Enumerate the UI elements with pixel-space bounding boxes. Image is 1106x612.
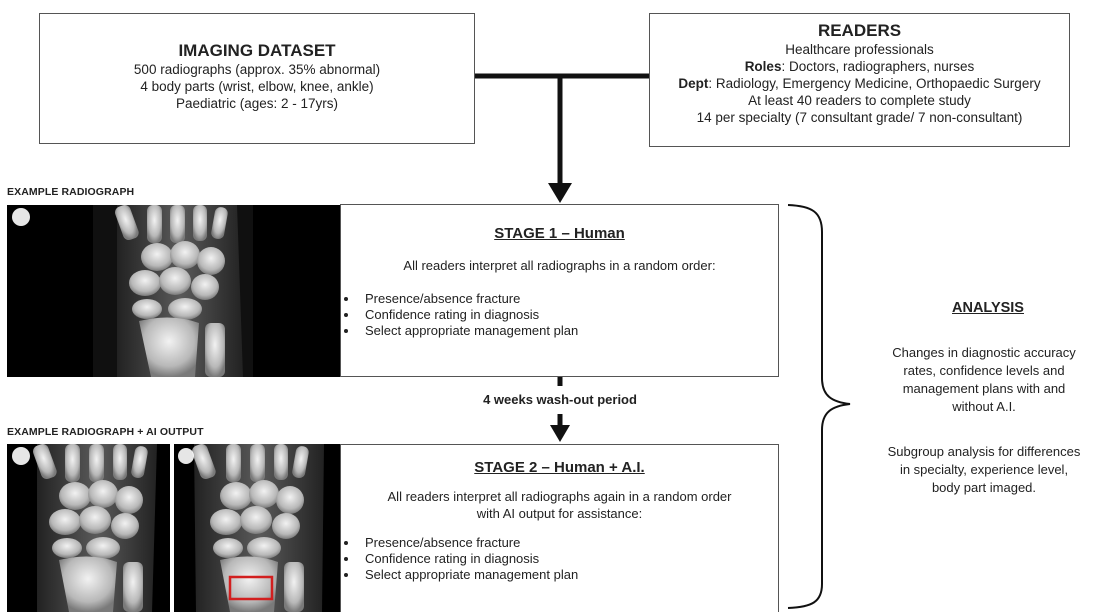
example-radiograph-label: EXAMPLE RADIOGRAPH xyxy=(7,186,135,198)
analysis-title: ANALYSIS xyxy=(952,300,1024,316)
stage2-intro-line: with AI output for assistance: xyxy=(476,506,643,521)
stage1-intro: All readers interpret all radiographs in… xyxy=(403,258,716,273)
dataset-line: 4 body parts (wrist, elbow, knee, ankle) xyxy=(140,79,374,94)
roles-label: Roles xyxy=(744,59,782,74)
arrow-head-to-stage1 xyxy=(548,183,572,203)
analysis-line: body part imaged. xyxy=(931,480,1037,495)
readers-line: 14 per specialty (7 consultant grade/ 7 … xyxy=(696,110,1023,125)
stage2-bullet-list: Presence/absence fracture Confidence rat… xyxy=(341,535,778,583)
analysis-line: management plans with and xyxy=(902,381,1066,396)
wrist-xray-ai-illustration xyxy=(178,444,324,612)
stage1-bullet: Presence/absence fracture xyxy=(359,291,778,307)
stage1-bullet: Confidence rating in diagnosis xyxy=(359,307,778,323)
analysis-line: without A.I. xyxy=(952,399,1016,414)
stage2-bullet: Select appropriate management plan xyxy=(359,567,778,583)
dept-label: Dept xyxy=(678,76,709,91)
dataset-title: IMAGING DATASET xyxy=(178,41,336,60)
washout-period-label: 4 weeks wash-out period xyxy=(483,392,637,407)
dataset-line: Paediatric (ages: 2 - 17yrs) xyxy=(175,96,339,111)
arrow-head-to-stage2 xyxy=(550,425,570,442)
stage2-bullet: Confidence rating in diagnosis xyxy=(359,551,778,567)
readers-dept: Dept: Radiology, Emergency Medicine, Ort… xyxy=(650,75,1069,92)
analysis-paragraph-2: Subgroup analysis for differences in spe… xyxy=(866,443,1102,497)
analysis-paragraph-1: Changes in diagnostic accuracy rates, co… xyxy=(866,344,1102,416)
stage2-bullet: Presence/absence fracture xyxy=(359,535,778,551)
wrist-xray-illustration xyxy=(12,205,253,377)
stage1-bullet-list: Presence/absence fracture Confidence rat… xyxy=(341,291,778,339)
readers-box: READERS Healthcare professionals Roles: … xyxy=(649,13,1070,147)
roles-value: : Doctors, radiographers, nurses xyxy=(781,59,975,74)
readers-roles: Roles: Doctors, radiographers, nurses xyxy=(650,58,1069,75)
example-radiograph-ai-label: EXAMPLE RADIOGRAPH + AI OUTPUT xyxy=(7,426,204,438)
dataset-line: 500 radiographs (approx. 35% abnormal) xyxy=(133,62,381,77)
analysis-line: in specialty, experience level, xyxy=(899,462,1069,477)
readers-line: At least 40 readers to complete study xyxy=(748,93,971,108)
stage1-title: STAGE 1 – Human xyxy=(494,225,625,242)
analysis-line: rates, confidence levels and xyxy=(903,363,1065,378)
example-radiograph-ai-image xyxy=(174,444,340,612)
ai-fracture-bounding-box xyxy=(228,575,274,601)
analysis-brace xyxy=(787,204,851,609)
example-radiograph-image xyxy=(7,205,340,377)
analysis-line: Subgroup analysis for differences xyxy=(887,444,1081,459)
readers-line: Healthcare professionals xyxy=(785,42,934,57)
stage2-title: STAGE 2 – Human + A.I. xyxy=(474,459,645,476)
example-radiograph-plain-image xyxy=(7,444,170,612)
dept-value: : Radiology, Emergency Medicine, Orthopa… xyxy=(708,76,1041,91)
stage1-bullet: Select appropriate management plan xyxy=(359,323,778,339)
stage2-intro-line: All readers interpret all radiographs ag… xyxy=(387,489,732,504)
wrist-xray-illustration xyxy=(12,444,157,612)
analysis-line: Changes in diagnostic accuracy xyxy=(892,345,1076,360)
readers-title: READERS xyxy=(817,21,902,40)
stage2-box: STAGE 2 – Human + A.I. All readers inter… xyxy=(340,444,779,612)
stage1-box: STAGE 1 – Human All readers interpret al… xyxy=(340,204,779,377)
imaging-dataset-box: IMAGING DATASET 500 radiographs (approx.… xyxy=(39,13,475,144)
